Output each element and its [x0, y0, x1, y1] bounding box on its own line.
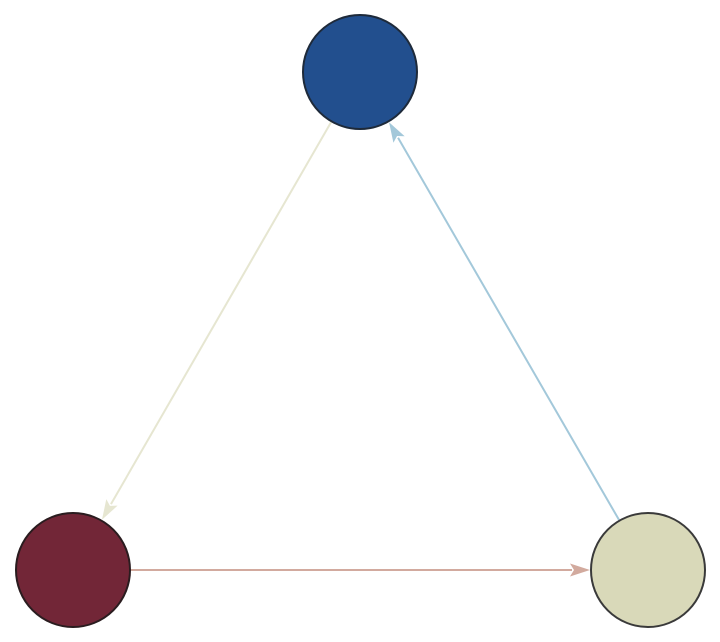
edge-right-to-top — [389, 122, 621, 522]
edge-line — [397, 137, 621, 522]
arrowhead — [101, 499, 118, 520]
node-left — [15, 512, 131, 628]
arrowhead — [389, 122, 405, 143]
node-right — [590, 512, 706, 628]
edge-left-to-right — [130, 563, 590, 577]
node-top — [302, 14, 418, 130]
node-layer — [15, 14, 706, 628]
edge-top-to-left — [101, 120, 333, 520]
arrowhead — [570, 563, 590, 577]
edge-layer — [101, 120, 621, 577]
edge-line — [110, 120, 333, 505]
